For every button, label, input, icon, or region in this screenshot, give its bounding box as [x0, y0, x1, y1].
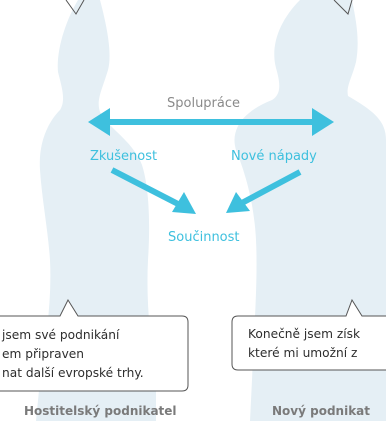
host-entrepreneur-caption: Hostitelský podnikatel	[24, 404, 177, 418]
left-bubble-line: em připraven	[2, 347, 85, 361]
top-right-bubble-tail	[333, 0, 353, 15]
new-ideas-arrow	[226, 169, 302, 213]
new-entrepreneur-caption: Nový podnikat	[272, 404, 371, 418]
right-speech-bubble	[231, 298, 386, 371]
right-bubble-line: Konečně jsem získ	[248, 327, 361, 341]
top-left-bubble-tail	[65, 0, 85, 15]
right-bubble-line: které mi umožní z	[248, 346, 358, 360]
experience-arrow	[110, 167, 196, 214]
left-bubble-line: jsem své podnikání	[2, 328, 120, 342]
left-speech-bubble	[0, 298, 189, 392]
synergy-label: Součinnost	[168, 230, 240, 245]
left-bubble-line: nat další evropské trhy.	[2, 366, 144, 380]
collaboration-label: Spolupráce	[167, 96, 241, 111]
collaboration-double-arrow	[88, 108, 334, 136]
experience-label: Zkušenost	[90, 149, 158, 164]
new-ideas-label: Nové nápady	[231, 149, 317, 164]
